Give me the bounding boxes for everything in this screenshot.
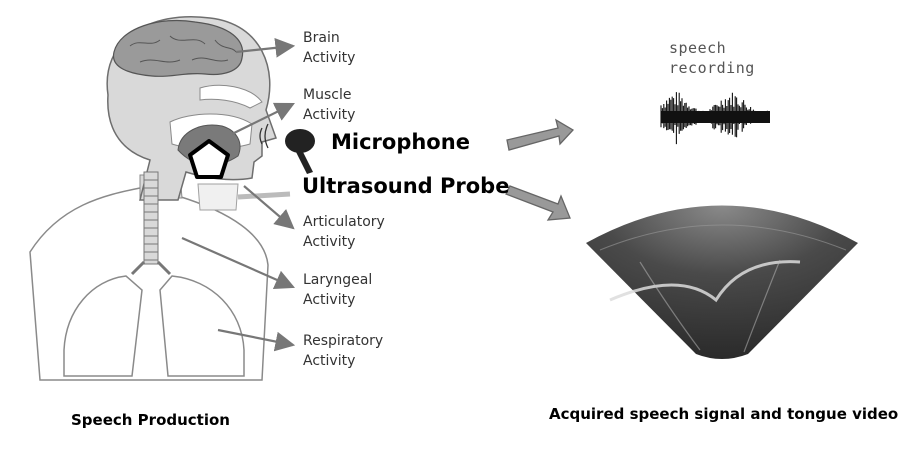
label-respiratory-activity: Respiratory Activity xyxy=(303,331,383,371)
arrow-to-recording xyxy=(506,118,575,151)
label-articulatory-line1: Articulatory xyxy=(303,214,385,230)
label-brain-line2: Activity xyxy=(303,50,356,66)
trachea xyxy=(130,171,172,276)
probe-shape xyxy=(197,183,239,211)
label-laryngeal-line2: Activity xyxy=(303,292,356,308)
caption-speech-production: Speech Production xyxy=(71,411,230,429)
speech-recording-line2: recording xyxy=(669,59,755,77)
ultrasound-image xyxy=(586,205,858,359)
label-articulatory-line2: Activity xyxy=(303,234,356,250)
speech-recording-label: speech recording xyxy=(669,38,755,78)
speech-recording-line1: speech xyxy=(669,39,727,57)
pointer-arrows xyxy=(181,37,296,352)
right-lung xyxy=(159,275,245,377)
label-muscle-line1: Muscle xyxy=(303,87,352,103)
speech-waveform xyxy=(660,92,770,145)
label-respiratory-line1: Respiratory xyxy=(303,333,384,349)
label-muscle-activity: Muscle Activity xyxy=(303,85,355,125)
brain-shape xyxy=(112,19,244,78)
ultrasound-probe-label: Ultrasound Probe xyxy=(302,174,510,198)
arrow-to-ultrasound xyxy=(505,185,571,221)
tongue-contour xyxy=(609,260,801,303)
microphone-label: Microphone xyxy=(331,130,470,154)
label-brain-activity: Brain Activity xyxy=(303,28,355,68)
label-respiratory-line2: Activity xyxy=(303,353,356,369)
microphone-icon xyxy=(259,123,315,174)
label-laryngeal-activity: Laryngeal Activity xyxy=(303,270,372,310)
caption-acquired-signal: Acquired speech signal and tongue video xyxy=(549,405,899,423)
human-figure xyxy=(29,16,291,381)
nasal-cavity xyxy=(199,84,263,109)
pentagon-icon xyxy=(188,139,230,179)
label-brain-line1: Brain xyxy=(303,30,340,46)
left-lung xyxy=(63,275,143,377)
label-laryngeal-line1: Laryngeal xyxy=(303,272,373,288)
label-articulatory-activity: Articulatory Activity xyxy=(303,212,385,252)
waveform-core xyxy=(661,111,770,123)
label-muscle-line2: Activity xyxy=(303,107,356,123)
